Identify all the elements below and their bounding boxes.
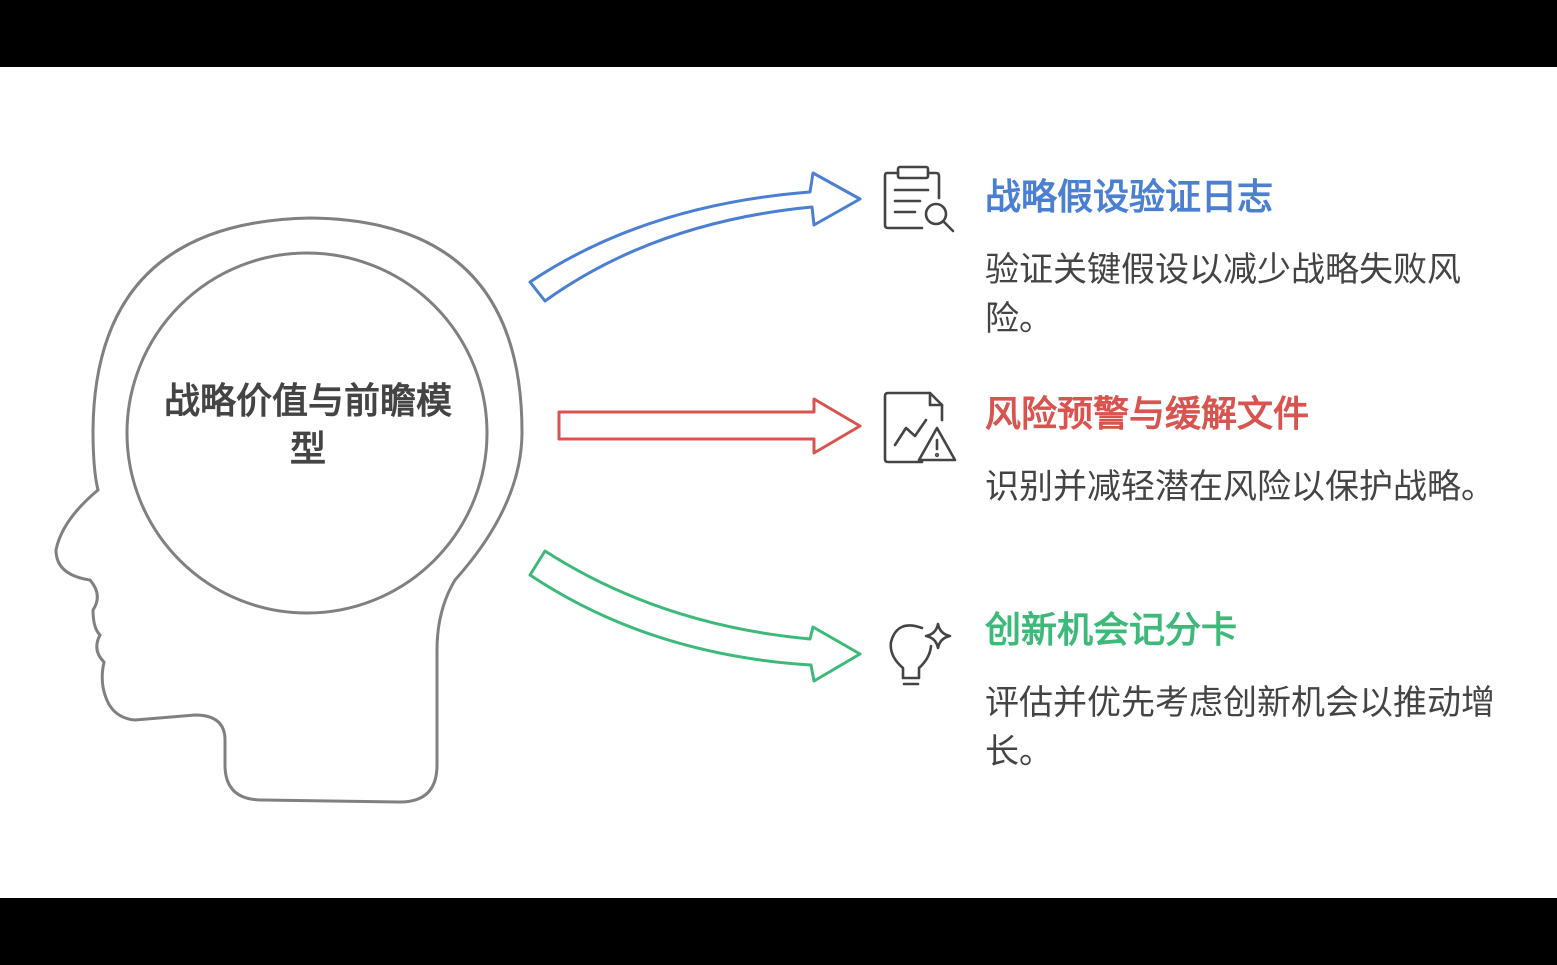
letterbox-top	[0, 0, 1557, 67]
item-desc-innovation-scorecard: 评估并优先考虑创新机会以推动增长。	[985, 683, 1495, 772]
item-title-innovation-scorecard: 创新机会记分卡	[985, 610, 1238, 651]
center-circle	[125, 251, 489, 615]
item-desc-risk-warning: 识别并减轻潜在风险以保护战略。	[985, 467, 1495, 507]
arrow-to-item-1	[528, 171, 862, 303]
arrow-to-item-3	[528, 549, 862, 683]
item-title-risk-warning: 风险预警与缓解文件	[985, 394, 1310, 435]
lightbulb-sparkle-icon	[889, 622, 952, 686]
clipboard-search-icon	[883, 165, 955, 233]
item-title-hypothesis-log: 战略假设验证日志	[985, 177, 1274, 218]
head-outline	[54, 216, 524, 804]
letterbox-bottom	[0, 898, 1557, 965]
item-desc-hypothesis-log: 验证关键假设以减少战略失败风险。	[985, 250, 1461, 339]
chart-warning-icon	[883, 391, 957, 464]
arrow-to-item-2	[557, 397, 862, 455]
center-label: 战略价值与前瞻模型	[163, 381, 452, 470]
